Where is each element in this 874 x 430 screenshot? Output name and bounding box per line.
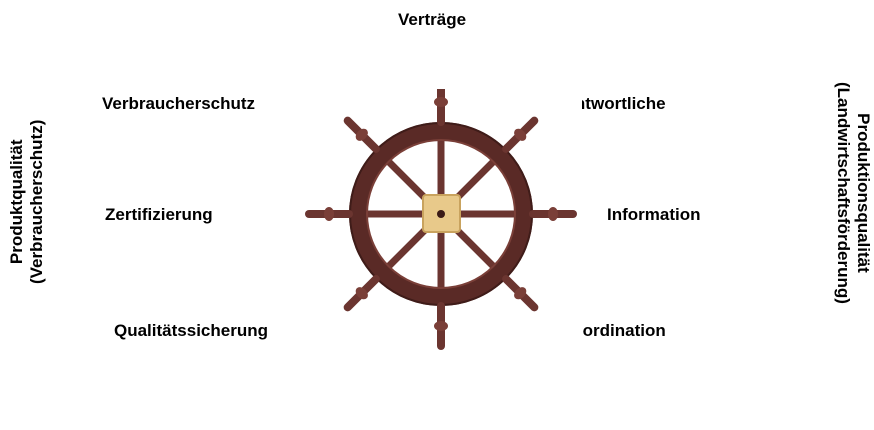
wheel-axle — [437, 210, 445, 218]
wheel-handle-knob — [548, 207, 558, 221]
top-label: Verträge — [398, 10, 466, 30]
right-item-2: Information — [607, 205, 701, 225]
left-item-1: Verbraucherschutz — [102, 94, 255, 114]
ship-wheel-icon — [296, 89, 582, 369]
left-vertical-label: Produktqualität (Verbraucherschutz) — [7, 120, 47, 284]
wheel-handle-knob — [434, 97, 448, 107]
left-vertical-line-2: (Verbraucherschutz) — [27, 120, 47, 284]
left-item-2: Zertifizierung — [105, 205, 213, 225]
wheel-handle-knob — [434, 321, 448, 331]
left-item-3: Qualitätssicherung — [114, 321, 268, 341]
right-vertical-label: Produktionsqualität (Landwirtschaftsförd… — [833, 82, 873, 304]
right-vertical-line-1: Produktionsqualität — [853, 82, 873, 304]
left-vertical-line-1: Produktqualität — [7, 120, 27, 284]
wheel-handle-knob — [324, 207, 334, 221]
right-vertical-line-2: (Landwirtschaftsförderung) — [833, 82, 853, 304]
